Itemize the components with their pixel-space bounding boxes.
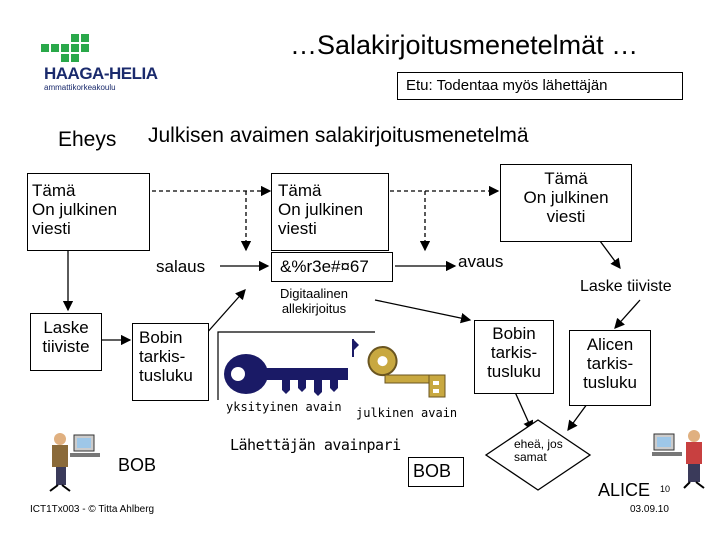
ehea-line-1: eheä, jos [514,437,563,451]
to-alicen-arrow [614,299,641,329]
ehea-label: eheä, jos samat [514,437,563,465]
msg-line-1: Tämä [32,181,76,200]
page-title: …Salakirjoitusmenetelmät … [290,30,639,60]
salaus-label: salaus [156,257,206,276]
subtitle-text: Etu: Todentaa myös lähettäjän [406,77,608,94]
msg-line-2: On julkinen [278,200,364,220]
private-key-label: yksityinen avain [226,400,342,414]
heading: Julkisen avaimen salakirjoitusmenetelmä [148,124,529,147]
bob-box: BOB [408,457,464,487]
bobin-r-line-1: Bobin [492,324,536,343]
bob-person-icon [49,433,100,492]
message-box-right: Tämä On julkinen viesti [500,164,632,242]
bob-left-label: BOB [118,455,157,475]
page-number: 10 [660,484,671,494]
laske-line-2: tiiviste [42,337,90,357]
subtitle-box: Etu: Todentaa myös lähettäjän [397,72,683,100]
footer-date: 03.09.10 [630,504,669,515]
logo-mark-icon [41,34,89,62]
msg-line-3: viesti [546,207,586,227]
keypair-label: Lähettäjän avainpari [230,436,401,454]
ehea-diamond [484,419,592,491]
alice-person-icon [652,430,705,489]
signature-line-1: Digitaalinen [280,286,348,301]
laske-line-1: Laske [43,318,89,337]
alicen-line-2: tarkis- [586,354,634,374]
laske-tiiviste-right: Laske tiiviste [580,278,672,295]
msg-line-2: On julkinen [523,188,609,208]
msg-line-3: viesti [32,219,71,239]
bobin-line-1: Bobin [139,328,183,347]
bobin-r-line-2: tarkis- [490,343,538,363]
public-key-label: julkinen avain [356,406,458,420]
message-box-middle: Tämä On julkinen viesti [271,173,389,251]
message-box-left: Tämä On julkinen viesti [27,173,150,251]
digital-signature-label: Digitaalinen allekirjoitus [280,286,348,316]
bobin-right-box: Bobin tarkis- tusluku [474,320,554,394]
private-key-icon [224,354,348,396]
ehea-line-2: samat [514,450,547,465]
logo-subtitle: ammattikorkeakoulu [44,83,116,92]
to-signature-arrow [204,289,246,336]
logo-name: HAAGA-HELIA [44,64,158,83]
keypair-frame [217,331,375,400]
bob-box-text: BOB [413,461,452,481]
signature-line-2: allekirjoitus [281,300,347,316]
alicen-line-1: Alicen [586,335,634,354]
to-bobin-right-arrow [374,299,472,324]
cipher-box: &%r3e#¤67 [271,252,393,282]
bobin-left-box: Bobin tarkis- tusluku [132,323,209,401]
cipher-text: &%r3e#¤67 [280,257,369,276]
msg-line-1: Tämä [278,181,322,200]
bobin-to-ehea [514,391,534,432]
bobin-line-3: tusluku [139,366,193,386]
alicen-line-3: tusluku [583,373,637,393]
footer-left: ICT1Tx003 - © Titta Ahlberg [30,504,155,515]
msg-line-1: Tämä [544,169,588,188]
logo: HAAGA-HELIA ammattikorkeakoulu [38,32,213,92]
bobin-line-2: tarkis- [139,347,186,367]
msg-line-3: viesti [278,219,317,239]
right-down-arrow [599,240,621,270]
eheys-label: Eheys [58,128,117,151]
public-key-icon [352,339,446,398]
msg-line-2: On julkinen [32,200,118,220]
avaus-label: avaus [458,252,504,271]
laske-tiiviste-left-box: Laske tiiviste [30,313,102,371]
alicen-box: Alicen tarkis- tusluku [569,330,651,406]
bobin-r-line-3: tusluku [487,362,541,382]
alice-label: ALICE [598,480,651,500]
